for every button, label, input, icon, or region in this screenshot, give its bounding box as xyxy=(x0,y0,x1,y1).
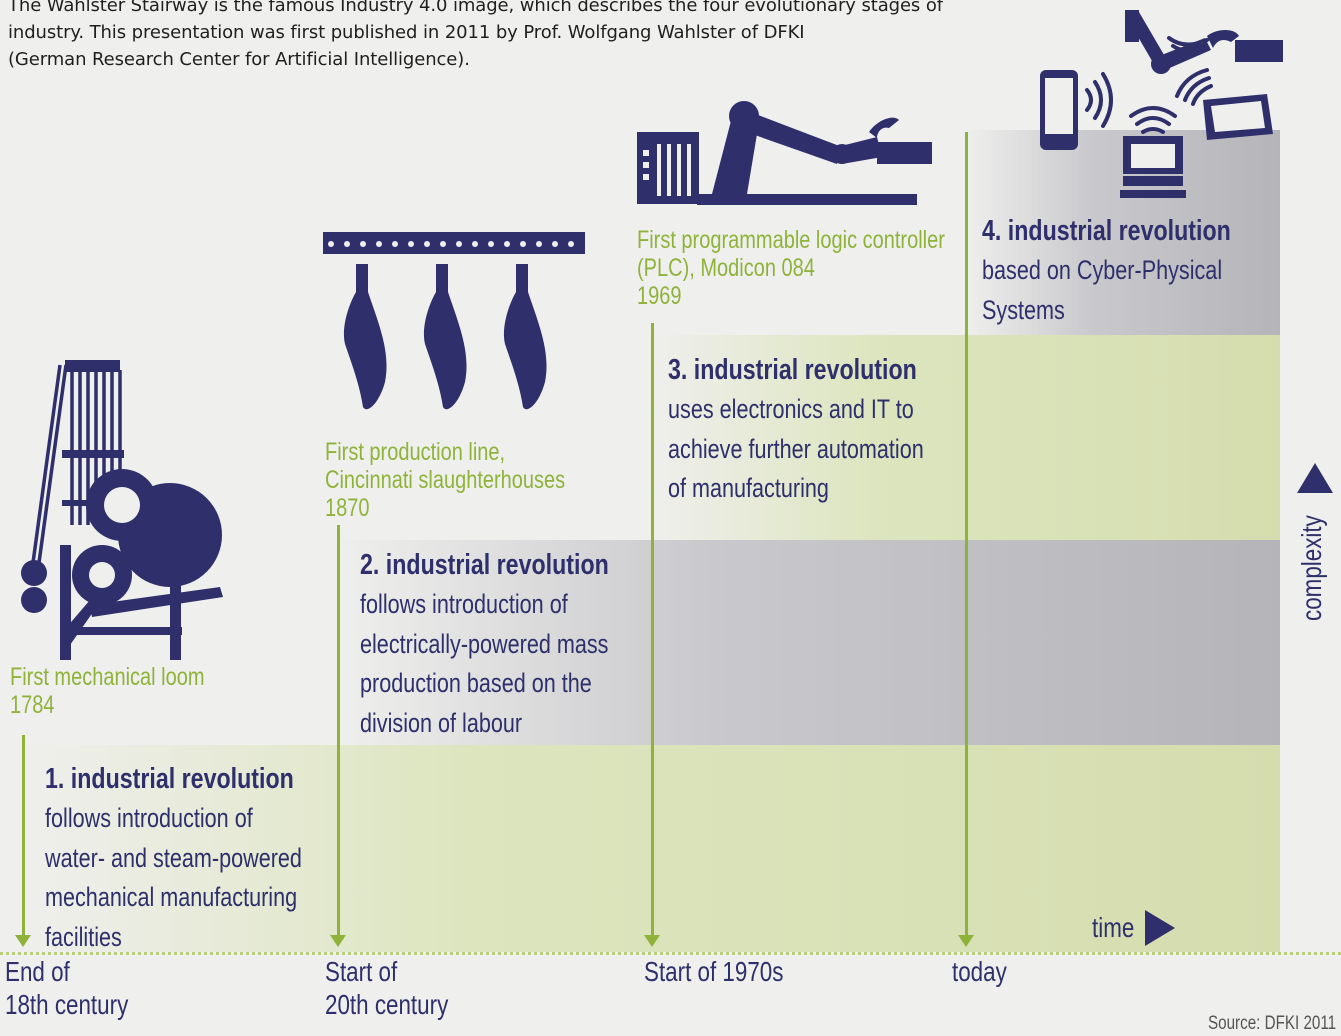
timeline-label-4: today xyxy=(952,955,1007,988)
revolution-1-line-3: mechanical manufacturing xyxy=(45,882,298,912)
intro-line-1: The Wahlster Stairway is the famous Indu… xyxy=(8,0,943,16)
timeline-2-line-2: 20th century xyxy=(325,989,449,1020)
revolution-3-line-3: of manufacturing xyxy=(668,473,829,503)
revolution-2-line-2: electrically-powered mass xyxy=(360,628,609,659)
timeline-marker-3 xyxy=(651,323,654,935)
milestone-3-line-3: 1969 xyxy=(637,282,682,310)
timeline-arrow-2 xyxy=(330,935,346,947)
timeline-arrow-4 xyxy=(958,935,974,947)
revolution-3-line-2: achieve further automation xyxy=(668,433,924,464)
complexity-axis-text: complexity xyxy=(1296,515,1327,621)
revolution-3: 3. industrial revolution uses electronic… xyxy=(668,351,924,509)
revolution-2: 2. industrial revolution follows introdu… xyxy=(360,546,609,743)
revolution-4-line-2: Systems xyxy=(982,294,1065,325)
revolution-1-line-2: water- and steam-powered xyxy=(45,842,302,873)
cyber-physical-devices-icon xyxy=(1040,10,1283,198)
milestone-caption-2: First production line, Cincinnati slaugh… xyxy=(325,438,565,522)
milestone-2-line-2: Cincinnati slaughterhouses xyxy=(325,466,566,494)
timeline-marker-4 xyxy=(965,132,968,935)
revolution-2-line-1: follows introduction of xyxy=(360,589,568,619)
plc-robot-arm-icon xyxy=(637,101,932,205)
time-arrow-icon xyxy=(1145,910,1175,946)
timeline-1-line-2: 18th century xyxy=(5,989,129,1020)
timeline-3-line-1: Start of 1970s xyxy=(644,956,784,987)
timeline-arrow-1 xyxy=(15,935,31,947)
timeline-arrow-3 xyxy=(644,935,660,947)
revolution-4: 4. industrial revolution based on Cyber-… xyxy=(982,212,1231,330)
revolution-1-line-4: facilities xyxy=(45,921,122,952)
milestone-caption-1: First mechanical loom 1784 xyxy=(10,663,205,719)
complexity-axis-label: complexity xyxy=(1296,501,1328,621)
time-axis-baseline xyxy=(0,952,1341,955)
stair-band-2 xyxy=(335,540,1280,745)
milestone-1-line-2: 1784 xyxy=(10,691,55,719)
revolution-4-line-1: based on Cyber-Physical xyxy=(982,255,1223,285)
intro-line-2: industry. This presentation was first pu… xyxy=(8,22,805,43)
milestone-caption-3: First programmable logic controller (PLC… xyxy=(637,226,945,310)
milestone-3-line-2: (PLC), Modicon 084 xyxy=(637,254,815,282)
timeline-marker-1 xyxy=(22,735,25,935)
milestone-2-line-3: 1870 xyxy=(325,494,370,522)
intro-line-3: (German Research Center for Artificial I… xyxy=(8,49,470,70)
time-axis-label: time xyxy=(1092,912,1135,943)
revolution-3-line-1: uses electronics and IT to xyxy=(668,394,914,424)
revolution-2-line-3: production based on the xyxy=(360,668,592,698)
revolution-2-title: 2. industrial revolution xyxy=(360,549,609,581)
revolution-1: 1. industrial revolution follows introdu… xyxy=(45,760,302,957)
timeline-2-line-1: Start of xyxy=(325,956,398,987)
production-line-icon xyxy=(323,232,585,410)
timeline-4-line-1: today xyxy=(952,956,1007,987)
stair-band-4 xyxy=(965,130,1280,335)
revolution-2-line-4: division of labour xyxy=(360,707,523,738)
complexity-arrow-icon xyxy=(1297,463,1333,493)
milestone-2-line-1: First production line, xyxy=(325,438,506,466)
timeline-label-2: Start of 20th century xyxy=(325,955,448,1021)
revolution-1-title: 1. industrial revolution xyxy=(45,763,294,795)
milestone-3-line-1: First programmable logic controller xyxy=(637,226,945,254)
stair-band-1 xyxy=(20,745,1280,952)
source-credit: Source: DFKI 2011 xyxy=(1208,1013,1337,1034)
loom-icon xyxy=(21,360,223,660)
timeline-label-3: Start of 1970s xyxy=(644,955,783,988)
revolution-3-title: 3. industrial revolution xyxy=(668,354,917,386)
milestone-1-line-1: First mechanical loom xyxy=(10,663,205,691)
intro-paragraph: The Wahlster Stairway is the famous Indu… xyxy=(8,0,1088,73)
timeline-label-1: End of 18th century xyxy=(5,955,128,1021)
revolution-1-line-1: follows introduction of xyxy=(45,803,253,833)
timeline-1-line-1: End of xyxy=(5,956,70,987)
revolution-4-title: 4. industrial revolution xyxy=(982,215,1231,247)
timeline-marker-2 xyxy=(337,525,340,935)
